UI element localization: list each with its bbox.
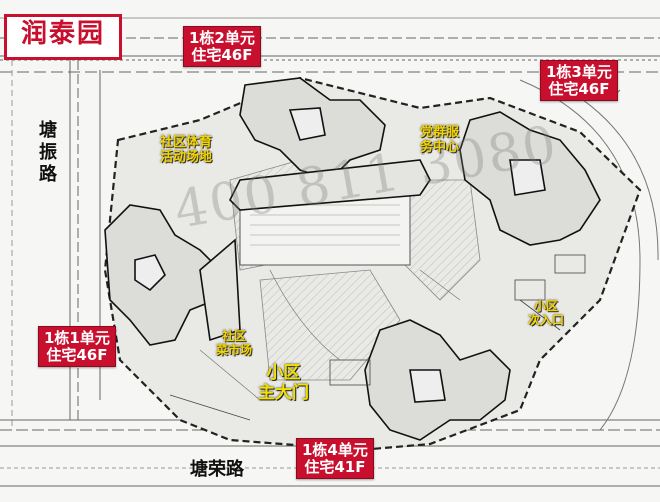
facility-sports-line2: 活动场地	[160, 149, 213, 165]
building-label-1-4-line1: 1栋4单元	[302, 441, 368, 459]
facility-party-line2: 务中心	[420, 139, 460, 155]
building-label-1-2: 1栋2单元 住宅46F	[183, 26, 261, 67]
building-label-1-3: 1栋3单元 住宅46F	[540, 60, 618, 101]
road-label-west: 塘振路	[36, 120, 57, 186]
facility-market-line1: 社区	[222, 329, 247, 343]
facility-main-gate-line1: 小区	[266, 363, 301, 383]
facility-sports-ground: 社区体育 活动场地	[160, 135, 213, 166]
facility-party-service-center: 党群服 务中心	[420, 125, 460, 156]
building-label-1-1-line1: 1栋1单元	[44, 329, 110, 347]
facility-side-entry-line1: 小区	[534, 299, 559, 313]
facility-side-entry-line2: 次入口	[528, 312, 565, 327]
building-label-1-2-line1: 1栋2单元	[189, 29, 255, 47]
building-label-1-1: 1栋1单元 住宅46F	[38, 326, 116, 367]
road-label-south: 塘荣路	[190, 459, 244, 480]
building-label-1-2-line2: 住宅46F	[191, 45, 253, 64]
building-label-1-3-line2: 住宅46F	[548, 79, 610, 98]
facility-main-gate-line2: 主大门	[258, 382, 309, 403]
building-label-1-4-line2: 住宅41F	[304, 457, 366, 476]
facility-party-line1: 党群服	[420, 125, 460, 140]
west-road-lines	[11, 60, 101, 430]
facility-main-gate: 小区 主大门	[258, 363, 309, 403]
facility-market-line2: 菜市场	[216, 342, 253, 357]
building-label-1-4: 1栋4单元 住宅41F	[296, 438, 374, 479]
facility-sports-line1: 社区体育	[160, 135, 213, 150]
facility-side-entrance: 小区 次入口	[528, 299, 565, 328]
building-label-1-1-line2: 住宅46F	[46, 345, 108, 364]
building-footprints	[104, 77, 601, 441]
building-label-1-3-line1: 1栋3单元	[546, 63, 612, 81]
project-title: 润泰园	[4, 14, 122, 60]
facility-community-market: 社区 菜市场	[216, 329, 253, 358]
